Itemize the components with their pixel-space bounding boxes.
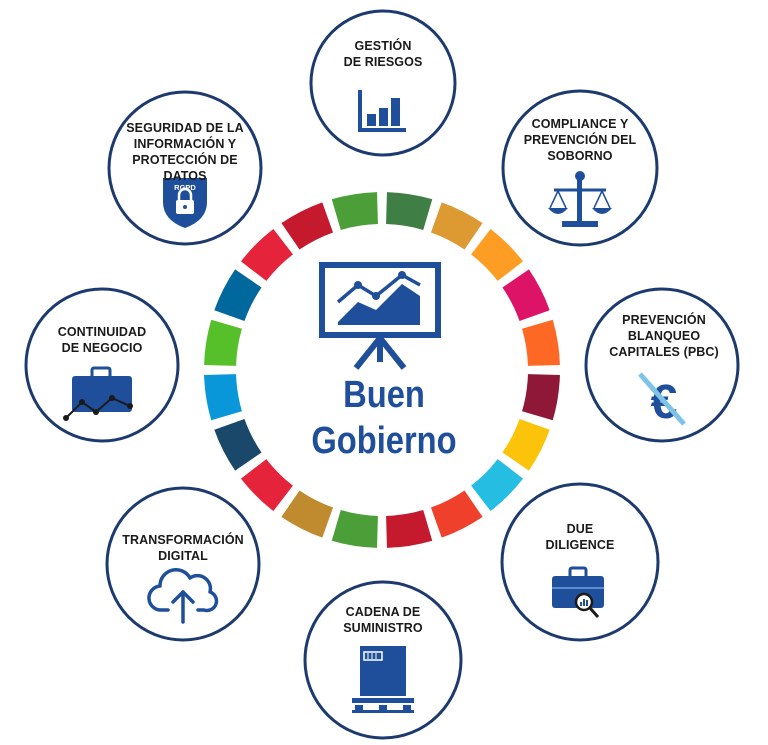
ring-segment xyxy=(331,510,378,548)
ring-segment xyxy=(430,490,483,538)
ring-segment xyxy=(331,192,378,230)
bar-chart-icon xyxy=(358,90,406,132)
label-prevencion-blanqueo: PREVENCIÓN BLANQUEO CAPITALES (PBC) xyxy=(589,312,739,360)
center-title-line1: Buen xyxy=(343,374,425,416)
label-line: DE RIESGOS xyxy=(343,55,423,69)
euro-crossed-icon: € xyxy=(638,372,686,429)
label-line: CONTINUIDAD xyxy=(57,325,147,339)
ring-segment xyxy=(240,459,293,512)
label-line: DILIGENCE xyxy=(545,538,615,552)
ring-segment xyxy=(214,418,262,471)
node-circle-compliance xyxy=(501,89,659,247)
ring-segment xyxy=(240,228,293,281)
node-circle-transformacion-digital xyxy=(105,486,261,642)
briefcase-graph-icon xyxy=(63,366,133,421)
ring-segment xyxy=(502,269,550,322)
shield-lock-icon: RGPD xyxy=(163,178,207,228)
label-cadena-suministro: CADENA DE SUMINISTRO xyxy=(308,604,458,636)
label-line: CAPITALES (PBC) xyxy=(609,345,719,359)
label-line: GESTIÓN xyxy=(354,39,412,53)
label-line: PREVENCIÓN DEL xyxy=(523,133,637,147)
sdg-color-ring xyxy=(204,192,560,548)
node-circle-seguridad-informacion xyxy=(107,90,263,246)
ring-segment xyxy=(522,319,560,366)
label-seguridad-informacion: SEGURIDAD DE LA INFORMACIÓN Y PROTECCIÓN… xyxy=(110,120,260,184)
node-circle-continuidad-negocio xyxy=(24,287,180,443)
ring-segment xyxy=(386,192,433,230)
label-continuidad-negocio: CONTINUIDAD DE NEGOCIO xyxy=(27,324,177,356)
label-line: PROTECCIÓN DE DATOS xyxy=(132,153,238,183)
ring-segment xyxy=(522,374,560,421)
ring-segment xyxy=(214,269,262,322)
label-line: BLANQUEO xyxy=(627,329,701,343)
ring-segment xyxy=(430,202,483,250)
label-line: SOBORNO xyxy=(547,149,613,163)
node-circle-prevencion-blanqueo xyxy=(584,287,740,443)
ring-segment xyxy=(204,319,242,366)
label-line: COMPLIANCE Y xyxy=(531,117,629,131)
ring-segment xyxy=(281,490,334,538)
label-compliance: COMPLIANCE Y PREVENCIÓN DEL SOBORNO xyxy=(505,116,655,164)
label-line: DUE xyxy=(566,522,594,536)
ring-segment xyxy=(502,418,550,471)
node-circles xyxy=(24,9,740,740)
scales-icon xyxy=(548,171,612,227)
label-line: CADENA DE xyxy=(345,605,421,619)
ring-segment xyxy=(471,459,524,512)
ring-segment xyxy=(386,510,433,548)
label-line: TRANSFORMACIÓN xyxy=(122,533,244,547)
label-transformacion-digital: TRANSFORMACIÓN DIGITAL xyxy=(108,532,258,564)
center-title-line2: Gobierno xyxy=(311,420,457,462)
label-line: DIGITAL xyxy=(158,549,208,563)
node-circle-due-diligence xyxy=(500,482,660,642)
label-line: PREVENCIÓN xyxy=(622,313,706,327)
label-line: INFORMACIÓN Y xyxy=(133,137,237,151)
ring-segment xyxy=(204,374,242,421)
node-circle-gestion-riesgos xyxy=(309,9,457,157)
cloud-upload-icon xyxy=(147,568,219,624)
center-title: Buen Gobierno xyxy=(281,372,487,464)
presentation-board-icon xyxy=(319,262,441,370)
shield-badge-text: RGPD xyxy=(174,183,196,192)
pallet-box-icon xyxy=(352,646,414,713)
briefcase-search-icon xyxy=(552,566,604,618)
label-due-diligence: DUE DILIGENCE xyxy=(505,521,655,553)
label-line: DE NEGOCIO xyxy=(61,341,143,355)
label-line: SUMINISTRO xyxy=(343,621,423,635)
label-gestion-riesgos: GESTIÓN DE RIESGOS xyxy=(308,38,458,70)
label-line: SEGURIDAD DE LA xyxy=(126,121,244,135)
ring-segment xyxy=(281,202,334,250)
ring-segment xyxy=(471,228,524,281)
